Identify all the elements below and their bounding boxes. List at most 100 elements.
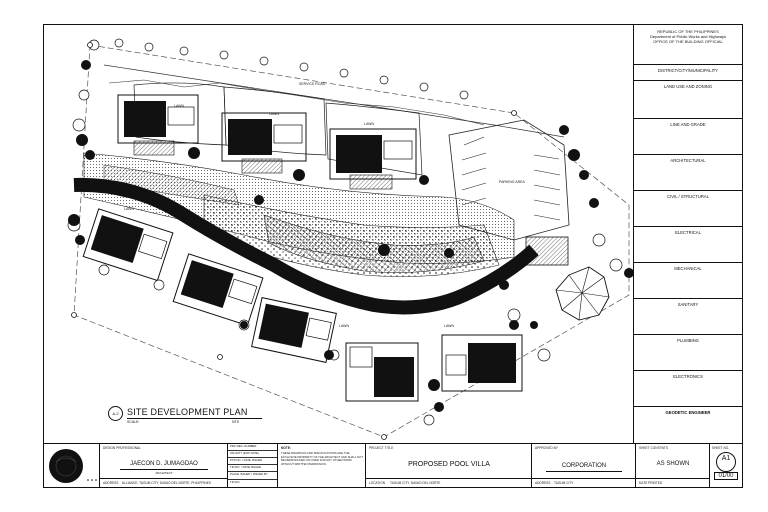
- location-divider: [366, 478, 532, 479]
- agency-header-line: Department of Public Works and Highways: [650, 34, 726, 39]
- lawn-label: LAWN: [339, 324, 349, 328]
- site-plan-drawing: LAWN LAWN LAWN SERVICE ROAD PARKING AREA: [44, 25, 634, 443]
- villa-lower-3: [251, 297, 337, 363]
- logo-cell: [44, 444, 100, 488]
- owner-address-value: TAGUM CITY: [554, 481, 574, 485]
- sheet-contents-cell: SHEET CONTENTS AS SHOWN DATE PRINTED: [636, 444, 710, 488]
- villa-lower-2: [172, 253, 264, 327]
- address-label: ADDRESS: [103, 481, 119, 485]
- sheet-id-circle: [716, 452, 736, 472]
- project-cell: PROJECT TITLE PROPOSED POOL VILLA LOCATI…: [366, 444, 532, 488]
- approval-row-label: ELECTRICAL: [675, 230, 701, 235]
- approval-row-mechanical: MECHANICAL: [634, 263, 742, 299]
- sheet-contents-label: SHEET CONTENTS: [639, 446, 668, 450]
- gazebo: [555, 266, 610, 321]
- plan-scale-value: NTS: [232, 420, 239, 424]
- approval-row-label: GEODETIC ENGINEER: [665, 410, 711, 415]
- credential-row: PRC REG. NUMBER: [228, 444, 277, 451]
- firm-logo-icon: [49, 449, 97, 483]
- approval-row-land-use: LAND USE AND ZONING: [634, 81, 742, 119]
- villa-upper-2: [221, 112, 307, 174]
- villa-lower-4: [345, 342, 419, 402]
- dark-planting-bed: [525, 236, 569, 266]
- agency-header: REPUBLIC OF THE PHILIPPINES Department o…: [634, 25, 742, 65]
- notes-cell: NOTE: THESE DRAWINGS AND SPECIFICATIONS …: [278, 444, 366, 488]
- parking-stalls: [461, 136, 561, 221]
- approval-row-plumbing: PLUMBING: [634, 335, 742, 371]
- credential-row: PLACE ISSUED / ISSUED BY: [228, 472, 277, 480]
- owner-cell: APPROVED BY CORPORATION ADDRESS TAGUM CI…: [532, 444, 636, 488]
- sheet-id: A1: [721, 455, 731, 462]
- sheet-no-label: SHEET NO.: [712, 446, 730, 450]
- location-value: TAGUM CITY, DAVAO DEL NORTE: [390, 481, 441, 485]
- lawn-label: LAWN: [124, 207, 134, 211]
- sheet-number-cell: SHEET NO. A1 01/00: [710, 444, 742, 488]
- address-value: ALLIANCE, TAGUM CITY, DAVAO DEL NORTE, P…: [122, 481, 211, 485]
- approval-row-label: ELECTRONICS: [673, 374, 703, 379]
- service-road-line: [103, 64, 565, 138]
- date-divider: [636, 478, 710, 479]
- address-divider: [100, 478, 228, 479]
- approval-side-panel: REPUBLIC OF THE PHILIPPINES Department o…: [634, 25, 742, 443]
- plan-scale-label: SCALE:: [127, 420, 140, 424]
- location-label: LOCATION: [369, 481, 386, 485]
- agency-header-line: REPUBLIC OF THE PHILIPPINES: [657, 29, 719, 34]
- approved-by-label: APPROVED BY: [535, 446, 558, 450]
- villa-lower-5: [441, 334, 523, 392]
- architect-signature-line: [120, 469, 208, 470]
- villa-upper-1: [117, 94, 199, 156]
- lawn-label: LAWN: [444, 324, 454, 328]
- note-text: THESE DRAWINGS AND SPECIFICATIONS ARE TH…: [281, 451, 364, 466]
- credentials-cell: PRC REG. NUMBER VALIDITY (EXP. DATE) PTR…: [228, 444, 278, 488]
- owner-address-label: ADDRESS: [535, 481, 551, 485]
- approval-row-label: MECHANICAL: [674, 266, 702, 271]
- project-title: PROPOSED POOL VILLA: [408, 461, 490, 468]
- scale-value: AS SHOWN: [656, 461, 690, 467]
- credential-row: TIN NO. / DATE ISSUED: [228, 465, 277, 472]
- owner-address-divider: [532, 478, 636, 479]
- owner-signature-line: [546, 471, 622, 472]
- approval-row-electrical: ELECTRICAL: [634, 227, 742, 263]
- credential-row: PTR NO. / DATE ISSUED: [228, 458, 277, 465]
- architect-role: ARCHITECT: [155, 471, 173, 475]
- parking-area-label: PARKING AREA: [499, 180, 525, 184]
- design-professional-cell: DESIGN PROFESSIONAL JAECON D. JUMAGDAO A…: [100, 444, 228, 488]
- approval-row-label: CIVIL / STRUCTURAL: [667, 194, 709, 199]
- approval-row-sanitary: SANITARY: [634, 299, 742, 335]
- sheet-number: 01/00: [714, 472, 738, 480]
- plan-title: SITE DEVELOPMENT PLAN: [127, 407, 248, 417]
- agency-header-line: OFFICE OF THE BUILDING OFFICIAL: [653, 39, 723, 44]
- approval-row-label: PLUMBING: [677, 338, 699, 343]
- lawn-label: LAWN: [364, 122, 374, 126]
- approval-row-label: DISTRICT/CITY/MUNICIPALITY: [657, 68, 719, 73]
- dark-tree-symbols: [68, 60, 633, 412]
- architect-name: JAECON D. JUMAGDAO: [130, 461, 198, 467]
- approval-row-electronics: ELECTRONICS: [634, 371, 742, 407]
- boundary-markers: [71, 42, 517, 440]
- villa-lower-1: [82, 208, 174, 282]
- stone-pathway-fill: [73, 178, 539, 314]
- approval-row-label: LAND USE AND ZONING: [663, 84, 713, 89]
- title-block: DESIGN PROFESSIONAL JAECON D. JUMAGDAO A…: [44, 443, 742, 488]
- villa-upper-3: [329, 128, 417, 190]
- drawing-tag: A-2: [108, 406, 123, 421]
- approval-row-civil: CIVIL / STRUCTURAL: [634, 191, 742, 227]
- note-label: NOTE:: [281, 446, 291, 450]
- approval-row-label: ARCHITECTURAL: [670, 158, 706, 163]
- service-road-label: SERVICE ROAD: [299, 82, 326, 86]
- approval-row-line-grade: LINE AND GRADE: [634, 119, 742, 155]
- lawn-label: LAWN: [174, 104, 184, 108]
- lawn-label: LAWN: [269, 112, 279, 116]
- owner-name: CORPORATION: [561, 463, 607, 469]
- approval-row-district: DISTRICT/CITY/MUNICIPALITY: [634, 65, 742, 81]
- credential-row: VALIDITY (EXP. DATE): [228, 451, 277, 458]
- project-title-label: PROJECT TITLE: [369, 446, 394, 450]
- site-plan-svg: LAWN LAWN LAWN SERVICE ROAD PARKING AREA: [67, 38, 633, 440]
- design-professional-label: DESIGN PROFESSIONAL: [103, 446, 141, 450]
- credential-row: TIN NO.: [230, 480, 241, 484]
- approval-row-label: LINE AND GRADE: [670, 122, 706, 127]
- landscape-crosshatch-band: [263, 214, 485, 273]
- date-printed-label: DATE PRINTED: [639, 481, 663, 485]
- approval-row-architectural: ARCHITECTURAL: [634, 155, 742, 191]
- plan-title-underline: [127, 418, 262, 419]
